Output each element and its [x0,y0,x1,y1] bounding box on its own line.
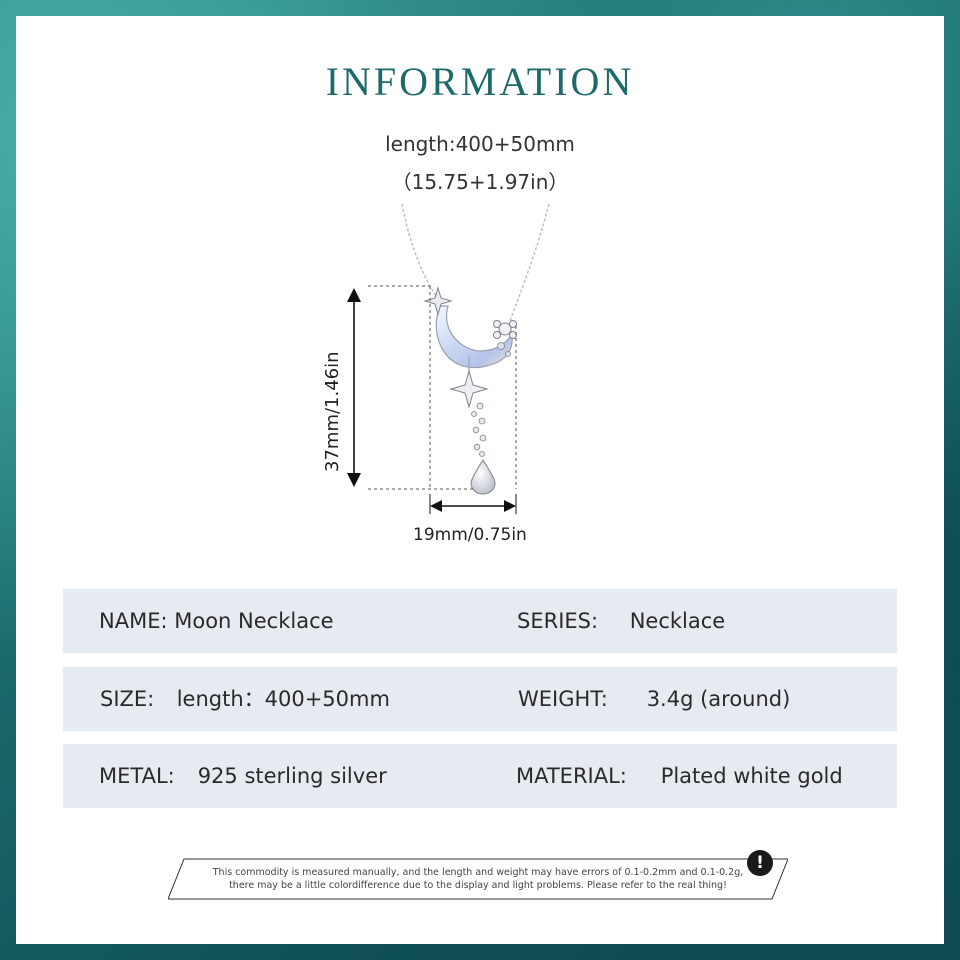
metal-value: 925 sterling silver [197,764,387,788]
series-cell: SERIES: Necklace [517,589,725,653]
material-cell: MATERIAL: Plated white gold [516,744,843,808]
notice-frame [168,858,788,900]
necklace-illustration [347,203,550,514]
material-value: Plated white gold [660,764,843,788]
notice-line-1: This commodity is measured manually, and… [212,867,744,878]
name-value: Moon Necklace [174,609,334,633]
teardrop-stone [470,459,496,495]
weight-label: WEIGHT: [518,687,608,711]
exclamation-icon: ! [747,850,773,876]
size-value: length：400+50mm [176,687,390,711]
height-arrow [347,288,361,487]
size-cell: SIZE: length：400+50mm [100,667,390,731]
material-label: MATERIAL: [516,764,627,788]
metal-label: METAL: [99,764,175,788]
metal-cell: METAL: 925 sterling silver [99,744,387,808]
dimension-guides [368,285,517,490]
page-title: INFORMATION [325,59,635,104]
disclaimer-notice: This commodity is measured manually, and… [168,850,788,900]
spec-row-metal: METAL: 925 sterling silver MATERIAL: Pla… [63,744,897,808]
length-label: length:400+50mm [385,132,575,156]
series-value: Necklace [629,609,726,633]
width-label: 19mm/0.75in [413,525,527,545]
star-dangle [449,369,489,409]
star-top [423,286,453,316]
series-label: SERIES: [517,609,599,633]
notice-text: This commodity is measured manually, and… [168,866,788,892]
size-label: SIZE: [100,687,155,711]
length-inch-label: （15.75+1.97in） [391,170,569,194]
chain [401,203,550,322]
notice-line-2: there may be a little colordifference du… [229,880,727,891]
name-label: NAME: [99,609,168,633]
height-label: 37mm/1.46in [322,351,343,472]
weight-cell: WEIGHT: 3.4g (around) [518,667,790,731]
flower-charm [493,320,517,339]
info-panel: INFORMATION length:400+50mm （15.75+1.97i… [16,16,944,944]
weight-value: 3.4g (around) [646,687,791,711]
spec-row-name: NAME: Moon Necklace SERIES: Necklace [63,589,897,653]
spec-row-size: SIZE: length：400+50mm WEIGHT: 3.4g (arou… [63,667,897,731]
moon-pendant [435,305,513,369]
name-cell: NAME: Moon Necklace [99,589,334,653]
width-arrow [429,494,517,514]
